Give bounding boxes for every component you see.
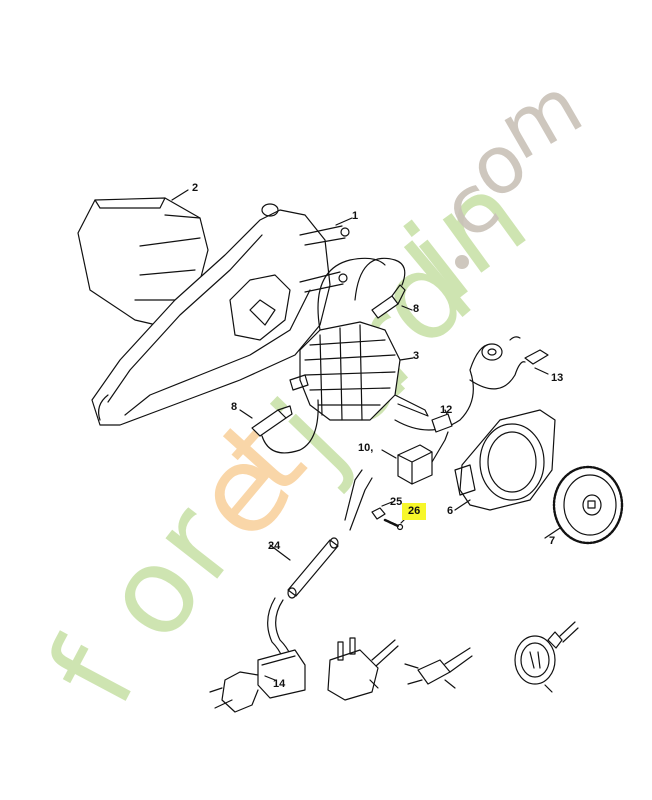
- part-12-capacitor: [431, 409, 453, 433]
- part-1-housing: [91, 203, 353, 426]
- part-7-gear: [544, 465, 624, 545]
- part-6-gear-cover: [454, 409, 556, 511]
- part-14-plug: [209, 649, 306, 713]
- part-10-switch: [381, 431, 449, 485]
- part-label-13[interactable]: 13: [551, 372, 564, 384]
- part-3-motor: [289, 321, 429, 421]
- part-label-8-lower[interactable]: 8: [231, 401, 238, 413]
- part-label-7[interactable]: 7: [549, 535, 556, 547]
- part-label-12[interactable]: 12: [440, 404, 453, 416]
- part-label-10[interactable]: 10,: [358, 442, 374, 454]
- part-13-cutout: [481, 336, 549, 375]
- plug-variant-euro: [404, 647, 473, 689]
- part-label-6[interactable]: 6: [447, 505, 454, 517]
- part-2-cover: [77, 189, 209, 331]
- part-label-2[interactable]: 2: [192, 182, 199, 194]
- part-label-8-upper[interactable]: 8: [413, 303, 420, 315]
- part-label-26-highlighted[interactable]: 26: [402, 503, 427, 520]
- plug-variant-round: [514, 621, 579, 693]
- part-label-3[interactable]: 3: [413, 350, 420, 362]
- plug-variant-uk: [327, 637, 399, 701]
- part-8-brush-upper: [354, 257, 413, 319]
- part-label-25[interactable]: 25: [390, 496, 403, 508]
- part-label-24[interactable]: 24: [268, 540, 281, 552]
- part-8-brush-lower: [239, 399, 319, 454]
- part-label-14[interactable]: 14: [273, 678, 286, 690]
- part-label-1[interactable]: 1: [352, 210, 359, 222]
